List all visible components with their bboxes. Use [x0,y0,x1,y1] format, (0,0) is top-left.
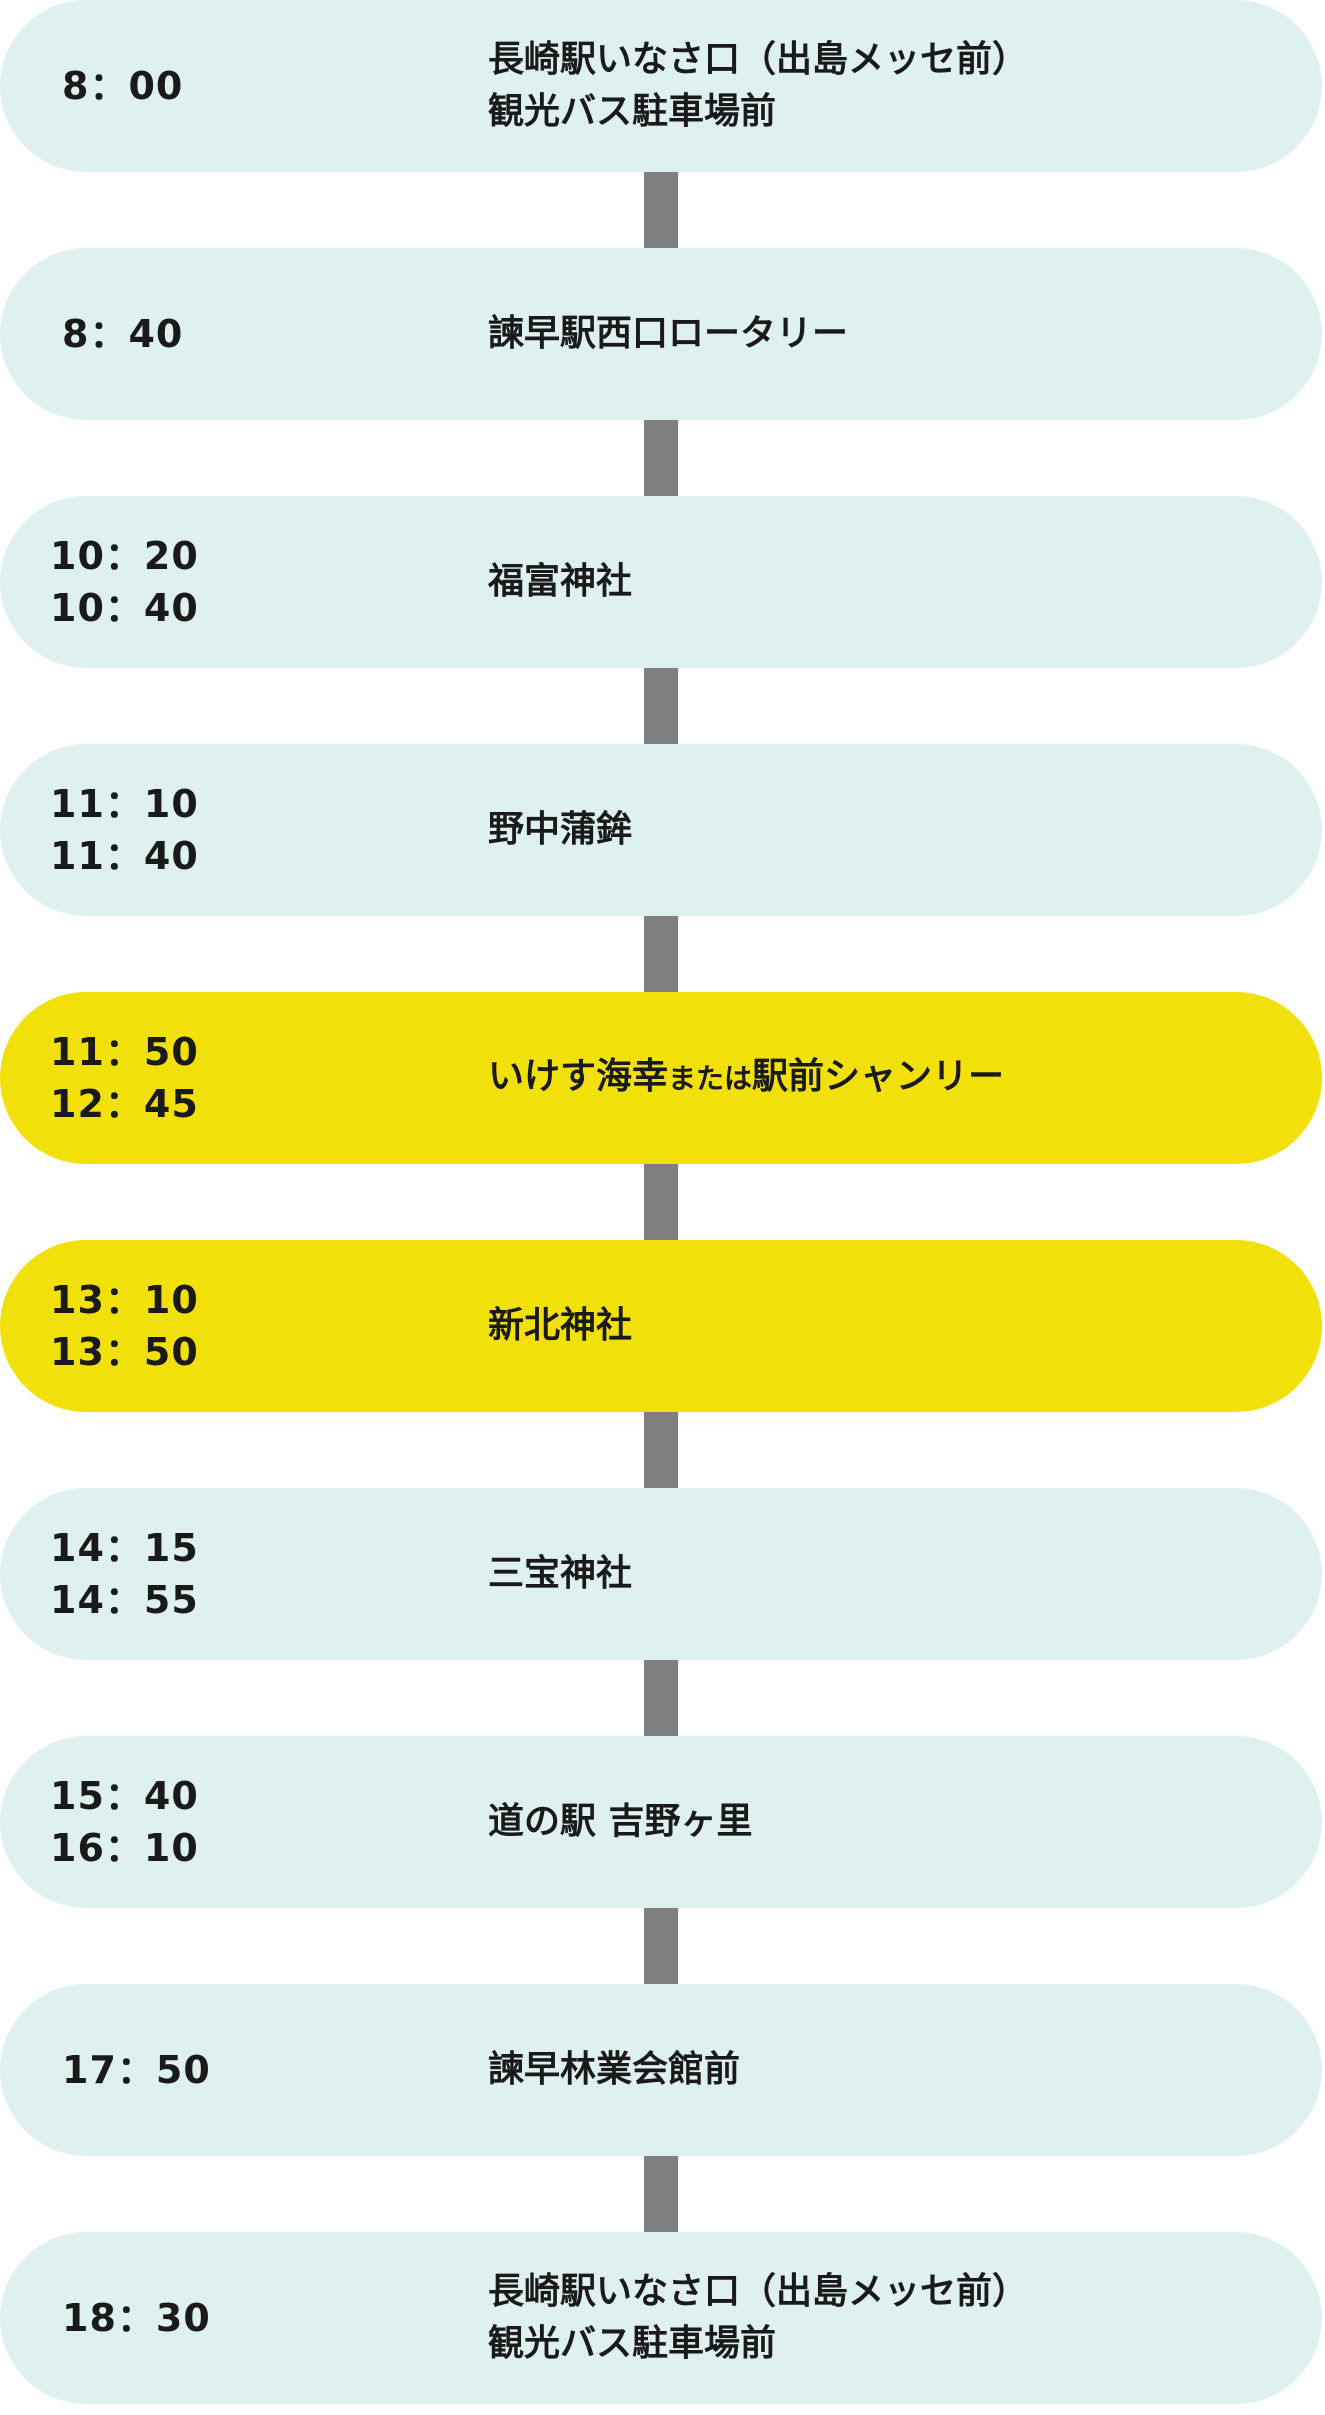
stop-fukudomi-shrine: 10：20 10：40 福富神社 [0,496,1322,668]
place-name-line: 諫早駅西口ロータリー [488,313,849,354]
stop-place: 野中蒲鉾 [488,744,1288,916]
place-option-1: いけす海幸 [488,1056,669,1097]
timeline-connector [644,172,678,248]
place-or-connector: または [668,1062,753,1095]
stop-times: 8：40 [50,248,210,420]
place-name-line: 三宝神社 [488,1553,633,1594]
stop-nagasaki-station-arrival: 18：30 長崎駅いなさ口（出島メッセ前） 観光バス駐車場前 [0,2232,1322,2404]
departure-time: 16：10 [50,1826,199,1870]
timeline-connector [644,420,678,496]
stop-place: 道の駅 吉野ヶ里 [488,1736,1288,1908]
arrival-time: 13：10 [50,1278,199,1322]
timeline-connector [644,916,678,992]
place-name-line: 野中蒲鉾 [488,809,633,850]
stop-place: 福富神社 [488,496,1288,668]
stop-place: いけす海幸または駅前シャンリー [488,992,1288,1164]
stop-shinkita-shrine: 13：10 13：50 新北神社 [0,1240,1322,1412]
stop-times: 17：50 [50,1984,210,2156]
stop-place: 長崎駅いなさ口（出島メッセ前） 観光バス駐車場前 [488,0,1288,172]
stop-times: 10：20 10：40 [50,496,210,668]
stop-times: 11：10 11：40 [50,744,210,916]
timeline-connector [644,1164,678,1240]
stop-place: 長崎駅いなさ口（出島メッセ前） 観光バス駐車場前 [488,2232,1288,2404]
departure-time: 11：40 [50,834,199,878]
stop-lunch: 11：50 12：45 いけす海幸または駅前シャンリー [0,992,1322,1164]
departure-time: 12：45 [50,1082,199,1126]
stop-sanpo-shrine: 14：15 14：55 三宝神社 [0,1488,1322,1660]
arrival-time: 14：15 [50,1526,199,1570]
stop-place: 三宝神社 [488,1488,1288,1660]
timeline-connector [644,2156,678,2232]
place-name-line: 長崎駅いなさ口（出島メッセ前） [488,2271,1029,2312]
place-name-line: 福富神社 [488,561,633,602]
stop-michi-no-eki-yoshinogari: 15：40 16：10 道の駅 吉野ヶ里 [0,1736,1322,1908]
place-name-line: いけす海幸または駅前シャンリー [488,1051,1288,1105]
stop-times: 8：00 [50,0,210,172]
stop-place: 諫早駅西口ロータリー [488,248,1288,420]
timeline-connector [644,1908,678,1984]
stop-nagasaki-station-departure: 8：00 長崎駅いなさ口（出島メッセ前） 観光バス駐車場前 [0,0,1322,172]
arrival-time: 10：20 [50,534,199,578]
arrival-time: 11：10 [50,782,199,826]
stop-times: 15：40 16：10 [50,1736,210,1908]
stop-times: 14：15 14：55 [50,1488,210,1660]
place-name-line: 諫早林業会館前 [488,2049,741,2090]
timeline-connector [644,1412,678,1488]
stop-times: 18：30 [50,2232,210,2404]
place-name-line: 観光バス駐車場前 [488,91,777,132]
departure-time: 14：55 [50,1578,199,1622]
arrival-time: 11：50 [50,1030,199,1074]
place-option-2: 駅前シャンリー [752,1056,1005,1097]
place-name-line: 新北神社 [488,1305,633,1346]
arrival-time: 8：00 [62,64,184,108]
stop-isahaya-station: 8：40 諫早駅西口ロータリー [0,248,1322,420]
timeline-connector [644,1660,678,1736]
arrival-time: 15：40 [50,1774,199,1818]
stop-place: 新北神社 [488,1240,1288,1412]
arrival-time: 18：30 [62,2296,211,2340]
stop-nonaka-kamaboko: 11：10 11：40 野中蒲鉾 [0,744,1322,916]
place-name-line: 観光バス駐車場前 [488,2323,777,2364]
stop-isahaya-forestry-hall: 17：50 諫早林業会館前 [0,1984,1322,2156]
stop-place: 諫早林業会館前 [488,1984,1288,2156]
place-name-line: 道の駅 吉野ヶ里 [488,1801,753,1842]
arrival-time: 17：50 [62,2048,211,2092]
stop-times: 11：50 12：45 [50,992,210,1164]
stop-times: 13：10 13：50 [50,1240,210,1412]
place-name-line: 長崎駅いなさ口（出島メッセ前） [488,39,1029,80]
timeline-connector [644,668,678,744]
departure-time: 13：50 [50,1330,199,1374]
arrival-time: 8：40 [62,312,184,356]
departure-time: 10：40 [50,586,199,630]
